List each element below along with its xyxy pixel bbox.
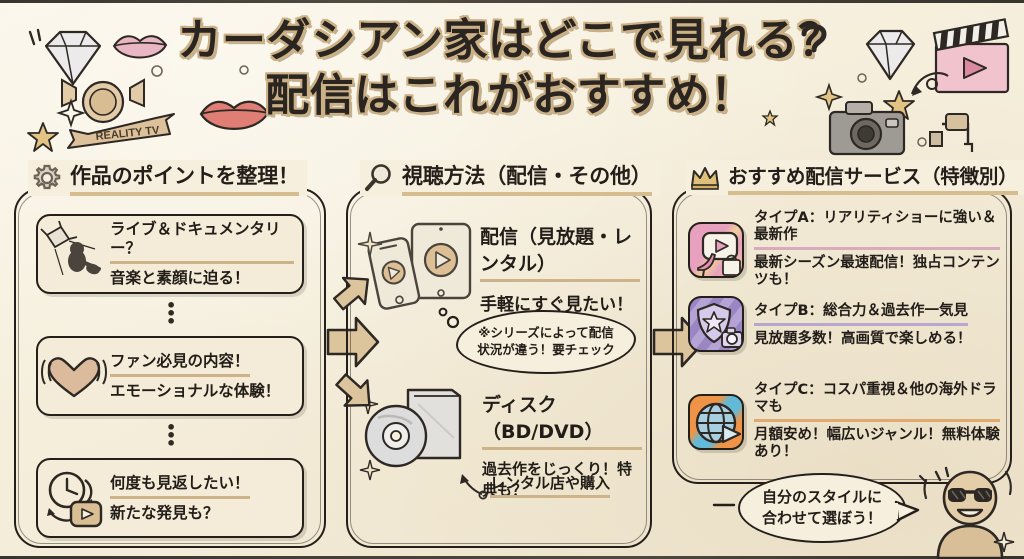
service-c-subtitle: 月額安め！幅広いジャンル！無料体験あり！ [754,426,1000,461]
card-title: 何度も見返したい！ [110,474,250,499]
clapperboard-icon [932,18,1010,94]
lips-icon [199,100,270,130]
clock-replay-play-icon [38,466,110,530]
footer-bubble-line1: 自分のスタイルに [761,488,882,506]
arrow-to-streaming [332,276,369,311]
header: REALITY TV カーダシアン家はどこで見れる？ 配信はこれがおすすめ！ [0,0,1024,156]
service-a-title: タイプA：リアリティショーに強い＆最新作 [754,210,1000,250]
card-rewatch[interactable]: 何度も見返したい！ 新たな発見も？ [36,458,304,538]
magnifier-icon [365,164,391,191]
card-rewatch-text: 何度も見返したい！ 新たな発見も？ [110,473,302,523]
crown-icon [691,166,719,190]
service-c-title: タイプC：コスパ重視＆他の海外ドラマも [754,382,1000,422]
sparkle-icon [814,82,844,112]
faucet-icon [929,113,974,152]
card-live-documentary-text: ライブ＆ドキュメンタリー？ 音楽と素顔に迫る！ [110,220,302,288]
shield-star-camera-tile-icon [688,296,744,352]
award-ribbon-icon: REALITY TV [61,78,175,149]
dot-decor-icon [857,73,867,83]
bubble-tail-icon [894,500,920,522]
diamond-icon [865,29,916,81]
connector-dots: ••• [166,296,177,331]
card-title: ライブ＆ドキュメンタリー？ [110,220,294,264]
title-line-1: カーダシアン家はどこで見れる？ [177,15,843,66]
disc-note: レンタル店や購入 [490,472,611,498]
phone-tablet-play-icon [357,222,472,310]
panel-services: おすすめ配信サービス（特徴別） タイプA：リアリティショーに強い＆最新作 最新シ… [672,160,1024,484]
disc-heading: ディスク（BD/DVD） [482,390,642,450]
service-card-type-a[interactable]: タイプA：リアリティショーに強い＆最新作 最新シーズン最速配信！独占コンテンツも… [688,210,1000,290]
service-card-type-c[interactable]: タイプC：コスパ重視＆他の海外ドラマも 月額安め！幅広いジャンル！無料体験あり！ [688,382,1000,462]
dot-decor-icon [151,65,163,77]
stage-light-guitarist-icon [38,219,110,289]
dot-decor-icon [239,65,249,75]
card-subtitle: 新たな発見も？ [110,503,219,522]
service-b-text: タイプB：総合力＆過去作一気見 見放題多数！高画質で楽しめる！ [754,300,1000,348]
card-live-documentary[interactable]: ライブ＆ドキュメンタリー？ 音楽と素顔に迫る！ [36,214,304,294]
play-heel-bag-tile-icon [688,221,744,278]
panel-services-header: おすすめ配信サービス（特徴別） [686,160,1024,195]
globe-play-tile-icon [688,393,744,450]
panel-methods-title: 視聴方法（配信・その他） [402,160,652,196]
card-subtitle: 音楽と素顔に迫る！ [110,268,250,287]
arrow-to-disc [335,373,371,407]
series-note-bubble: ※シリーズによって配信 状況が違う！要チェック [456,310,636,374]
footer-bubble-line2: 合わせて選ぼう！ [761,509,882,527]
camera-icon [828,101,906,156]
service-b-title: タイプB：総合力＆過去作一気見 [754,303,969,326]
service-a-text: タイプA：リアリティショーに強い＆最新作 最新シーズン最速配信！独占コンテンツも… [754,210,1000,290]
divider-dash [712,503,736,507]
bubble-tail-icon [438,307,460,329]
service-a-subtitle: 最新シーズン最速配信！独占コンテンツも！ [754,254,1000,289]
streaming-sub: 手軽にすぐ見たい！ [480,295,634,315]
top-edge-bar [0,0,1024,3]
streaming-heading: 配信（見放題・レンタル） [480,222,640,282]
panel-methods-header: 視聴方法（配信・その他） [360,160,660,196]
footer-speech-bubble: 自分のスタイルに 合わせて選ぼう！ [738,473,906,543]
panel-services-title: おすすめ配信サービス（特徴別） [728,160,1018,195]
sunglasses-person-icon [918,466,1015,559]
disc-sub: 過去作をじっくり！特典も？ [482,460,633,499]
service-c-text: タイプC：コスパ重視＆他の海外ドラマも 月額安め！幅広いジャンル！無料体験あり！ [754,382,1000,462]
title-line-2: 配信はこれがおすすめ！ [265,70,755,122]
panel-points-title: 作品のポイントを整理！ [70,160,299,196]
panel-points-header: 作品のポイントを整理！ [28,160,307,196]
panel-points: 作品のポイントを整理！ ライブ＆ドキュメンタリー？ [14,160,326,548]
service-b-subtitle: 見放題多数！高画質で楽しめる！ [754,330,972,347]
card-fan-content-text: ファン必見の内容！ エモーショナルな体験！ [110,351,302,401]
streaming-text: 配信（見放題・レンタル） 手軽にすぐ見たい！ [480,222,640,315]
card-title: ファン必見の内容！ [110,352,250,377]
series-note-line1: ※シリーズによって配信 [478,325,614,341]
page-title: カーダシアン家はどこで見れる？ 配信はこれがおすすめ！ [160,16,860,121]
service-card-type-b[interactable]: タイプB：総合力＆過去作一気見 見放題多数！高画質で楽しめる！ [688,296,1000,352]
disc-note-wrap: レンタル店や購入 [490,472,611,498]
gear-icon [33,164,61,190]
sparkle-icon [56,98,86,128]
curved-arrow-icon [460,474,488,500]
heart-pulse-icon [38,346,110,406]
dot-decor-icon [917,137,927,147]
disc-text: ディスク（BD/DVD） 過去作をじっくり！特典も？ [482,390,642,500]
arrow-points-to-methods [326,316,380,368]
curved-arrow-icon [910,72,949,96]
star-icon [761,109,779,127]
bottom-edge-bar [0,556,1024,559]
card-fan-content[interactable]: ファン必見の内容！ エモーショナルな体験！ [36,336,304,416]
lips-icon [112,35,168,59]
star-icon [27,122,59,152]
question-mark-decor-icon [801,24,827,53]
diamond-icon [44,30,102,86]
series-note-line2: 状況が違う！要チェック [477,342,615,357]
panel-how-to-watch: 視聴方法（配信・その他） 配信（見放題・レンタル） 手軽にすぐ見たい！ ※シリ [332,160,660,548]
sparkle-icon [28,28,42,46]
connector-dots: ••• [166,418,177,453]
card-subtitle: エモーショナルな体験！ [110,381,281,400]
